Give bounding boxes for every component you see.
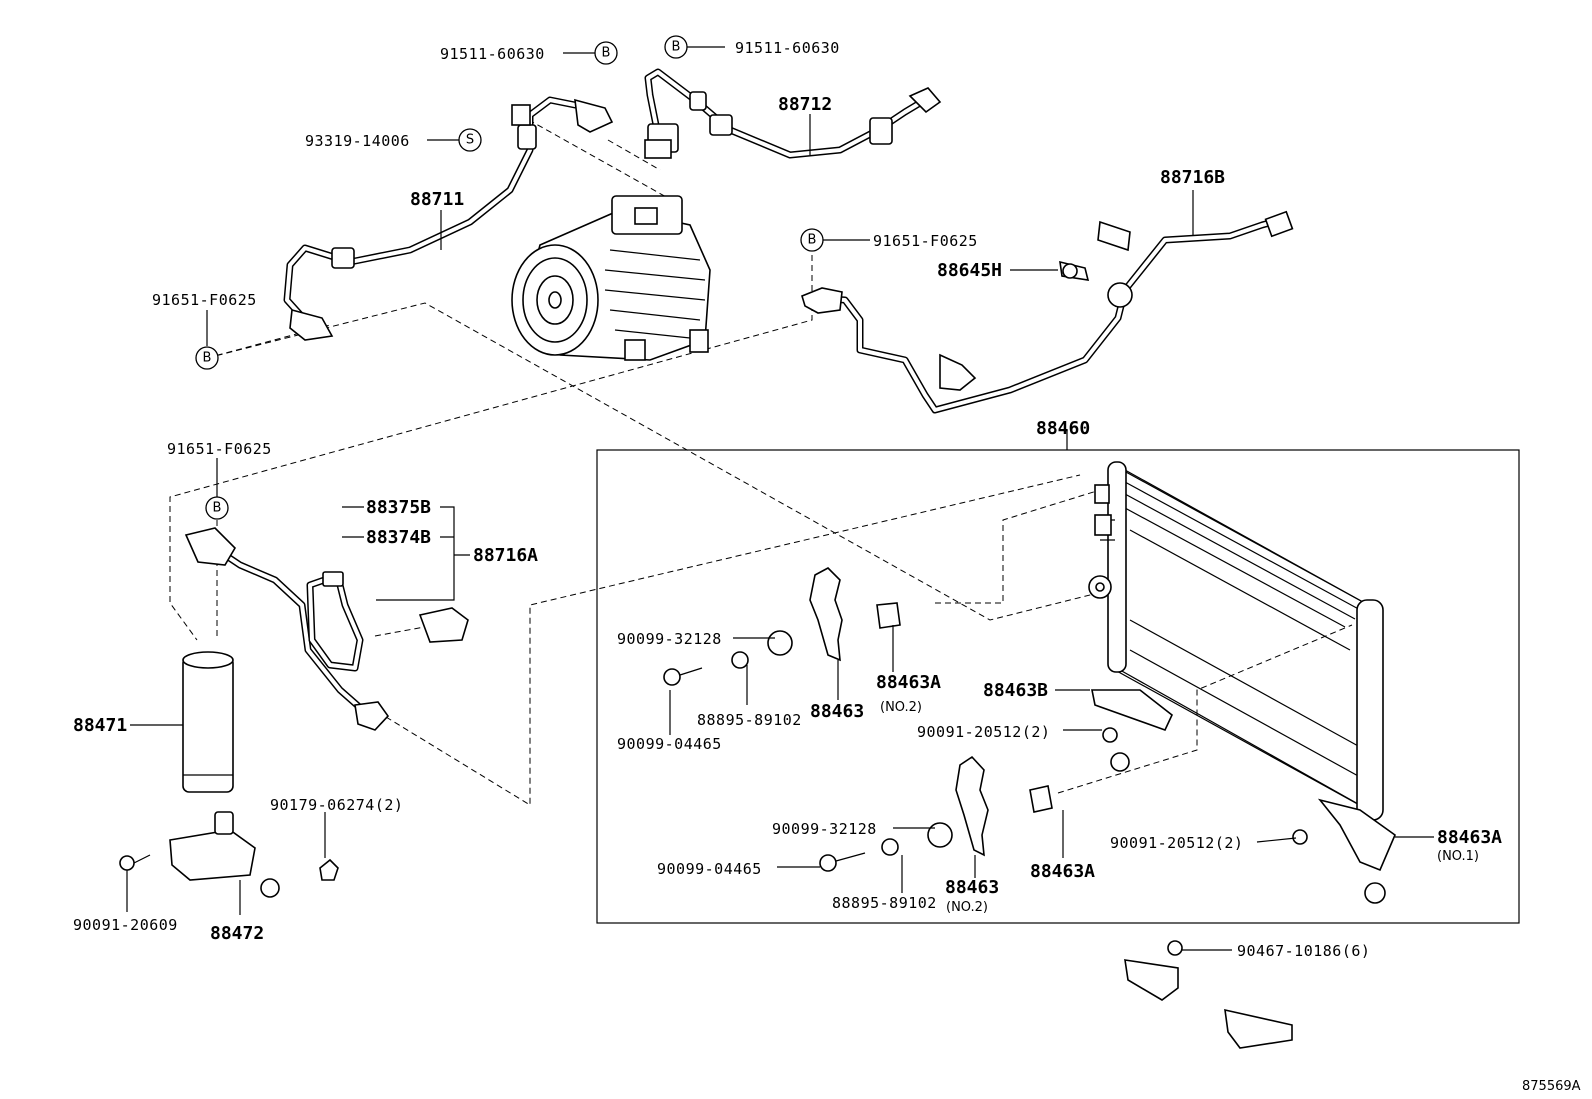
- label-91651-F0625-a: 91651-F0625: [873, 232, 978, 250]
- receiver-drier: [119, 651, 339, 898]
- callout-b-3: B: [800, 228, 824, 252]
- label-88712: 88712: [778, 94, 832, 115]
- svg-text:B: B: [672, 40, 681, 55]
- label-90179-06274: 90179-06274(2): [270, 796, 403, 814]
- label-88463A-c: 88463A: [1030, 861, 1095, 882]
- condenser: [1088, 461, 1384, 821]
- label-no2-b: (NO.2): [946, 900, 988, 915]
- label-91651-F0625-b: 91651-F0625: [152, 291, 257, 309]
- label-88463-a: 88463: [810, 701, 864, 722]
- label-90099-32128-a: 90099-32128: [617, 630, 722, 648]
- compressor: [511, 195, 711, 361]
- label-no1: (NO.1): [1437, 849, 1479, 864]
- label-91651-F0625-c: 91651-F0625: [167, 440, 272, 458]
- callout-b-5: B: [205, 496, 229, 520]
- label-90099-04465-a: 90099-04465: [617, 735, 722, 753]
- label-88895-89102-b: 88895-89102: [832, 894, 937, 912]
- label-88472: 88472: [210, 923, 264, 944]
- label-88716A: 88716A: [473, 545, 538, 566]
- label-91511-60630-b: 91511-60630: [735, 39, 840, 57]
- dashed-guides: [169, 114, 1353, 806]
- label-88895-89102-a: 88895-89102: [697, 711, 802, 729]
- label-90091-20512-a: 90091-20512(2): [917, 723, 1050, 741]
- label-88471: 88471: [73, 715, 127, 736]
- label-88460: 88460: [1036, 418, 1090, 439]
- svg-text:S: S: [466, 133, 474, 148]
- label-88463A-b: 88463A: [1437, 827, 1502, 848]
- label-90091-20609: 90091-20609: [73, 916, 178, 934]
- label-88716B: 88716B: [1160, 167, 1225, 188]
- label-90099-04465-b: 90099-04465: [657, 860, 762, 878]
- part-labels: 91511-60630 91511-60630 88712 93319-1400…: [73, 39, 1581, 1094]
- callout-s: S: [458, 128, 482, 152]
- label-90099-32128-b: 90099-32128: [772, 820, 877, 838]
- condenser-brackets: [663, 567, 1396, 904]
- callout-b-1: B: [594, 41, 618, 65]
- hose-88712: [644, 68, 942, 159]
- label-88711: 88711: [410, 189, 464, 210]
- diagram-reference-number: 875569A: [1522, 1079, 1581, 1094]
- condenser-group-box: [596, 449, 1520, 924]
- callout-b-2: B: [664, 35, 688, 59]
- svg-text:B: B: [602, 46, 611, 61]
- leader-lines: [126, 46, 1434, 951]
- label-91511-60630-a: 91511-60630: [440, 45, 545, 63]
- label-88463-b: 88463: [945, 877, 999, 898]
- svg-text:B: B: [213, 501, 222, 516]
- svg-text:B: B: [808, 233, 817, 248]
- label-93319-14006: 93319-14006: [305, 132, 410, 150]
- label-88463A-a: 88463A: [876, 672, 941, 693]
- pipe-88716A: [184, 527, 469, 731]
- hose-88711: [283, 96, 614, 341]
- label-88645H: 88645H: [937, 260, 1002, 281]
- label-88463B: 88463B: [983, 680, 1048, 701]
- pipe-88716B: [801, 210, 1294, 414]
- label-90091-20512-b: 90091-20512(2): [1110, 834, 1243, 852]
- label-88375B: 88375B: [366, 497, 431, 518]
- loose-brackets: [1124, 940, 1293, 1049]
- label-88374B: 88374B: [366, 527, 431, 548]
- label-no2-a: (NO.2): [880, 700, 922, 715]
- svg-text:B: B: [203, 351, 212, 366]
- callout-b-4: B: [195, 346, 219, 370]
- label-90467-10186: 90467-10186(6): [1237, 942, 1370, 960]
